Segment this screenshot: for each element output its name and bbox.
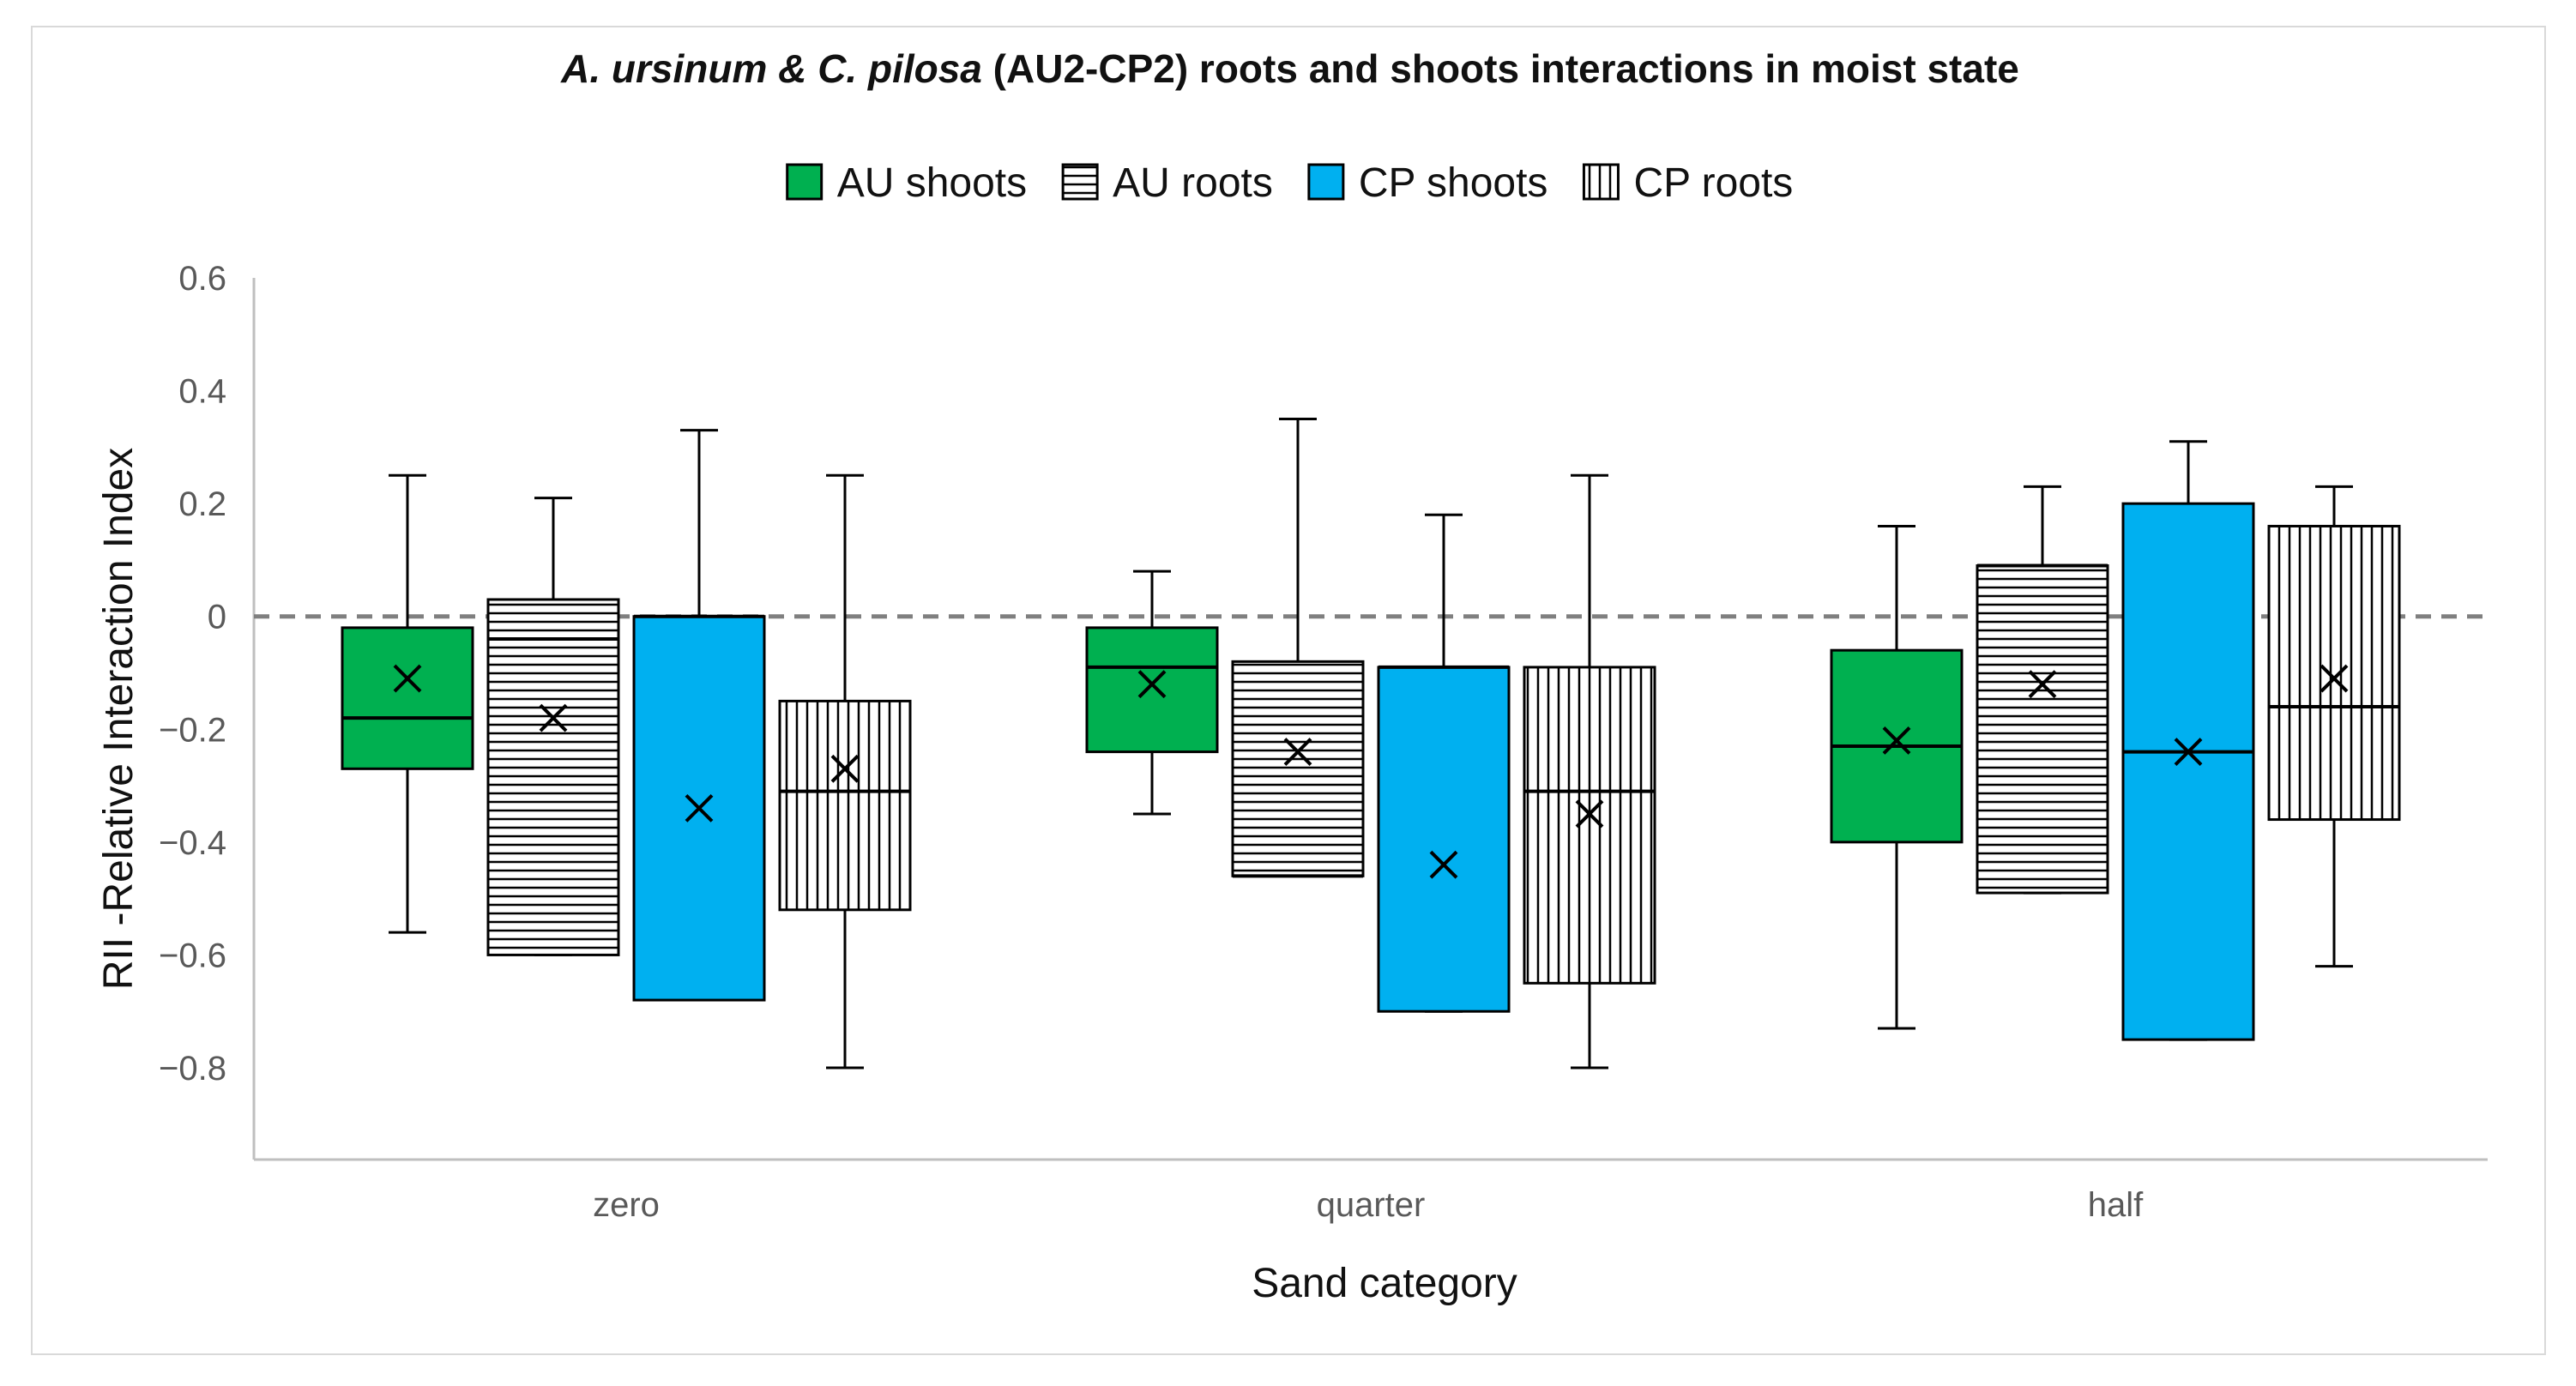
legend-swatch [1582,163,1620,201]
mean-marker [685,793,714,823]
mean-marker [1429,850,1458,879]
legend-swatch [1307,163,1345,201]
legend: AU shoots AU roots CP shoots CP roots [786,160,1793,206]
y-tick-label: −0.4 [159,824,226,862]
box-body [1085,626,1219,754]
chart-title-rest: (AU2-CP2) roots and shoots interactions … [982,46,2019,91]
box-body [1976,564,2109,895]
box-au-roots [1231,417,1365,878]
box-au-roots [486,497,620,956]
y-tick-label: 0.2 [178,485,226,523]
legend-label: AU roots [1113,160,1273,206]
y-tick-labels: 0.6 0.4 0.2 0 −0.2 −0.4 −0.6 −0.8 [159,260,226,1088]
box-cp-shoots [632,429,766,1002]
chart-title-italic-2: C. pilosa [817,46,982,91]
box-body [1523,666,1656,985]
box-au-shoots [1830,524,1964,1030]
x-axis-title: Sand category [1252,1261,1517,1306]
mean-marker [539,703,568,732]
y-tick-label: −0.2 [159,711,226,749]
mean-marker [2174,738,2203,767]
legend-item-au-roots: AU roots [1061,160,1273,206]
mean-marker [1283,738,1312,767]
box-plot-chart: A. ursinum & C. pilosa (AU2-CP2) roots a… [96,46,2488,1306]
legend-swatch [786,163,823,201]
box-cp-shoots [1377,513,1511,1013]
mean-marker [1882,726,1911,755]
y-axis-title: RII -Relative Interaction Index [96,448,142,990]
x-tick-label: quarter [1317,1186,1426,1224]
box-au-shoots [341,473,474,934]
mean-marker [2320,664,2349,693]
box-cp-roots [2267,485,2401,968]
legend-item-au-shoots: AU shoots [786,160,1027,206]
y-tick-label: 0 [208,599,226,636]
mean-marker [1137,670,1167,699]
legend-label: CP shoots [1359,160,1548,206]
legend-label: AU shoots [837,160,1027,206]
y-tick-label: −0.8 [159,1050,226,1088]
chart-frame: A. ursinum & C. pilosa (AU2-CP2) roots a… [31,26,2546,1355]
y-tick-label: 0.4 [178,373,226,411]
box-body [1231,660,1365,877]
x-tick-label: half [2088,1186,2144,1224]
box-au-shoots [1085,569,1219,816]
x-tick-labels: zero quarter half [593,1186,2144,1224]
box-body [778,699,912,912]
y-tick-label: −0.6 [159,937,226,974]
box-cp-roots [1523,473,1656,1070]
mean-marker [830,754,860,783]
legend-swatch [1061,163,1099,201]
box-body [486,598,620,956]
mean-marker [1575,799,1604,829]
box-cp-shoots [2121,440,2255,1041]
y-tick-label: 0.6 [178,260,226,298]
x-tick-label: zero [593,1186,660,1224]
box-au-roots [1976,485,2109,895]
legend-item-cp-shoots: CP shoots [1307,160,1548,206]
box-cp-roots [778,473,912,1070]
legend-item-cp-roots: CP roots [1582,160,1793,206]
chart-title-amp: & [767,46,817,91]
mean-marker [393,664,422,693]
box-plot-marks [341,417,2401,1070]
chart-title: A. ursinum & C. pilosa (AU2-CP2) roots a… [560,46,2019,91]
box-body [341,626,474,770]
mean-marker [2028,670,2057,699]
legend-label: CP roots [1633,160,1793,206]
box-body [2121,502,2255,1041]
chart-title-italic-1: A. ursinum [560,46,767,91]
box-body [2267,524,2401,822]
box-body [1377,666,1511,1013]
